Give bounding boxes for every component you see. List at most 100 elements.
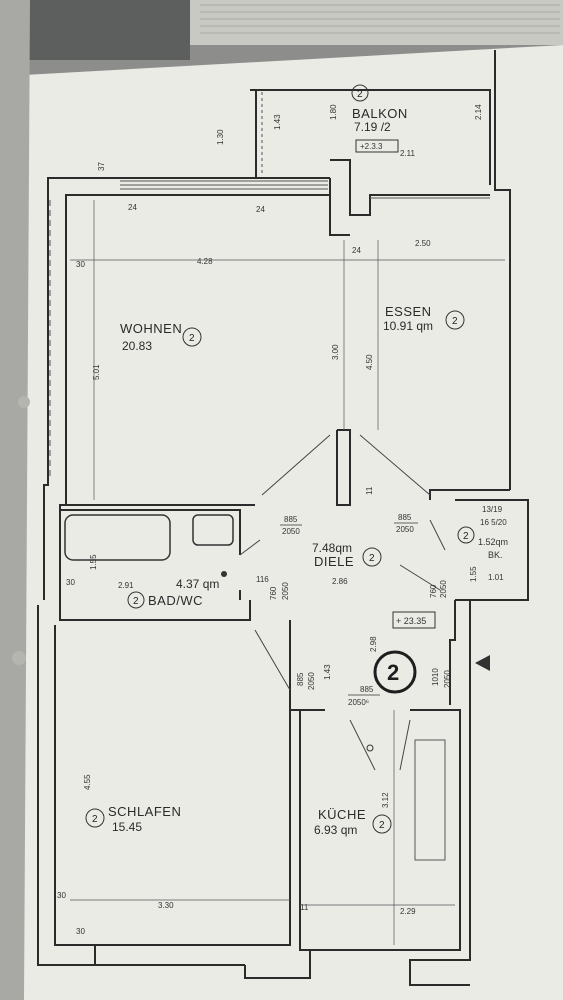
balkon-number-circle xyxy=(351,84,369,102)
punch-hole-bottom xyxy=(12,651,26,665)
punch-hole-top xyxy=(18,396,30,408)
dim-2050e: 2050 xyxy=(307,672,316,690)
floor-number-circle xyxy=(373,650,417,694)
diele-area: 7.48qm xyxy=(312,541,352,555)
floor-level: + 23.35 xyxy=(396,616,426,626)
balkon-number: 2 xyxy=(357,89,363,100)
dim-11b: 11 xyxy=(300,903,309,912)
dim-30a: 30 xyxy=(76,260,85,269)
dim-214: 2.14 xyxy=(474,104,483,120)
balkon-level: +2.3.3 xyxy=(360,142,383,151)
door-swings xyxy=(239,434,446,771)
wohnen-name: WOHNEN xyxy=(120,321,182,336)
dim-300: 3.00 xyxy=(331,344,340,360)
bk-number-circle xyxy=(457,526,475,544)
top-right-paper xyxy=(190,0,563,45)
schlafen-name: SCHLAFEN xyxy=(108,804,181,819)
essen-name: ESSEN xyxy=(385,304,432,319)
kueche-name: KÜCHE xyxy=(318,807,366,822)
washbasin xyxy=(192,514,234,546)
balkon-level-box xyxy=(355,139,399,153)
bad-area: 4.37 qm xyxy=(176,577,219,591)
dim-885c: 885 xyxy=(296,672,305,686)
floor-level-box xyxy=(392,611,436,629)
door-885-a: 885 xyxy=(284,515,298,524)
wohnen-number-circle xyxy=(182,327,202,347)
dim-101: 1.01 xyxy=(488,573,504,582)
dim-455: 4.55 xyxy=(83,774,92,790)
dim-229: 2.29 xyxy=(400,907,416,916)
dim-24c: 24 xyxy=(352,246,361,255)
dim-501: 5.01 xyxy=(92,364,101,380)
kitchen-counter xyxy=(414,739,446,861)
bad-name: BAD/WC xyxy=(148,593,203,608)
dim-885d: 885 xyxy=(360,685,374,694)
dim-330: 3.30 xyxy=(158,901,174,910)
fixture-circle xyxy=(366,744,374,752)
kueche-number: 2 xyxy=(379,820,385,831)
entrance-arrow-icon xyxy=(475,655,490,671)
wohnen-area: 20.83 xyxy=(122,339,152,353)
dim-2050f: 2050 xyxy=(443,670,452,688)
bk-area: 1.52qm xyxy=(478,537,508,547)
dim-250: 2.50 xyxy=(415,239,431,248)
bad-number: 2 xyxy=(133,596,139,607)
dim-143b: 1.43 xyxy=(323,664,332,680)
dim-20506: 2050⁶ xyxy=(348,698,369,707)
dim-24a: 24 xyxy=(128,203,137,212)
bathtub xyxy=(64,514,171,561)
dim-155b: 1.55 xyxy=(469,566,478,582)
diele-number: 2 xyxy=(369,553,375,564)
dim-2050c: 2050 xyxy=(281,582,290,600)
dim-312: 3.12 xyxy=(381,792,390,808)
diele-number-circle xyxy=(362,547,382,567)
dim-291: 2.91 xyxy=(118,581,134,590)
door-885-b: 885 xyxy=(398,513,412,522)
dim-1319: 13/19 xyxy=(482,505,503,514)
dim-760b: 760 xyxy=(429,584,438,598)
dim-298: 2.98 xyxy=(369,636,378,652)
left-shadow xyxy=(0,0,30,1000)
dim-130: 1.30 xyxy=(216,129,225,145)
dim-2050d: 2050 xyxy=(439,580,448,598)
diele-name: DIELE xyxy=(314,554,354,569)
dim-760a: 760 xyxy=(269,586,278,600)
dim-428: 4.28 xyxy=(197,257,213,266)
dim-450: 4.50 xyxy=(365,354,374,370)
dim-1620: 16 5/20 xyxy=(480,518,507,527)
dim-116: 116 xyxy=(256,575,269,584)
wohnen-number: 2 xyxy=(189,333,195,344)
kueche-area: 6.93 qm xyxy=(314,823,357,837)
paper-sheet xyxy=(24,45,563,1000)
essen-number: 2 xyxy=(452,316,458,327)
dim-30d: 30 xyxy=(76,927,85,936)
dim-37: 37 xyxy=(97,162,106,171)
dim-180: 1.80 xyxy=(329,104,338,120)
window-lines xyxy=(49,92,490,480)
door-2050-a: 2050 xyxy=(282,527,300,536)
dimensions: 1.30 1.43 1.80 2.14 2.11 24 24 24 37 30 … xyxy=(57,104,507,936)
schlafen-area: 15.45 xyxy=(112,820,142,834)
floor-number: 2 xyxy=(387,660,399,685)
dim-30b: 30 xyxy=(66,578,75,587)
kueche-number-circle xyxy=(372,814,392,834)
dim-286: 2.86 xyxy=(332,577,348,586)
dim-24b: 24 xyxy=(256,205,265,214)
dim-30c: 30 xyxy=(57,891,66,900)
fixture-dot xyxy=(221,571,227,577)
paper-texture xyxy=(200,4,560,34)
schlafen-number: 2 xyxy=(92,814,98,825)
dim-211: 2.11 xyxy=(400,149,416,158)
door-2050-b: 2050 xyxy=(396,525,414,534)
dim-155: 1.55 xyxy=(89,554,98,570)
schlafen-number-circle xyxy=(85,808,105,828)
top-left-cloth xyxy=(0,0,190,60)
bk-number: 2 xyxy=(463,531,469,542)
walls xyxy=(37,50,529,986)
essen-number-circle xyxy=(445,310,465,330)
essen-area: 10.91 qm xyxy=(383,319,433,333)
room-labels: 2 BALKON 7.19 /2 +2.3.3 WOHNEN 20.83 2 E… xyxy=(85,84,508,837)
balkon-name: BALKON xyxy=(352,106,408,121)
dimension-lines xyxy=(70,200,505,945)
